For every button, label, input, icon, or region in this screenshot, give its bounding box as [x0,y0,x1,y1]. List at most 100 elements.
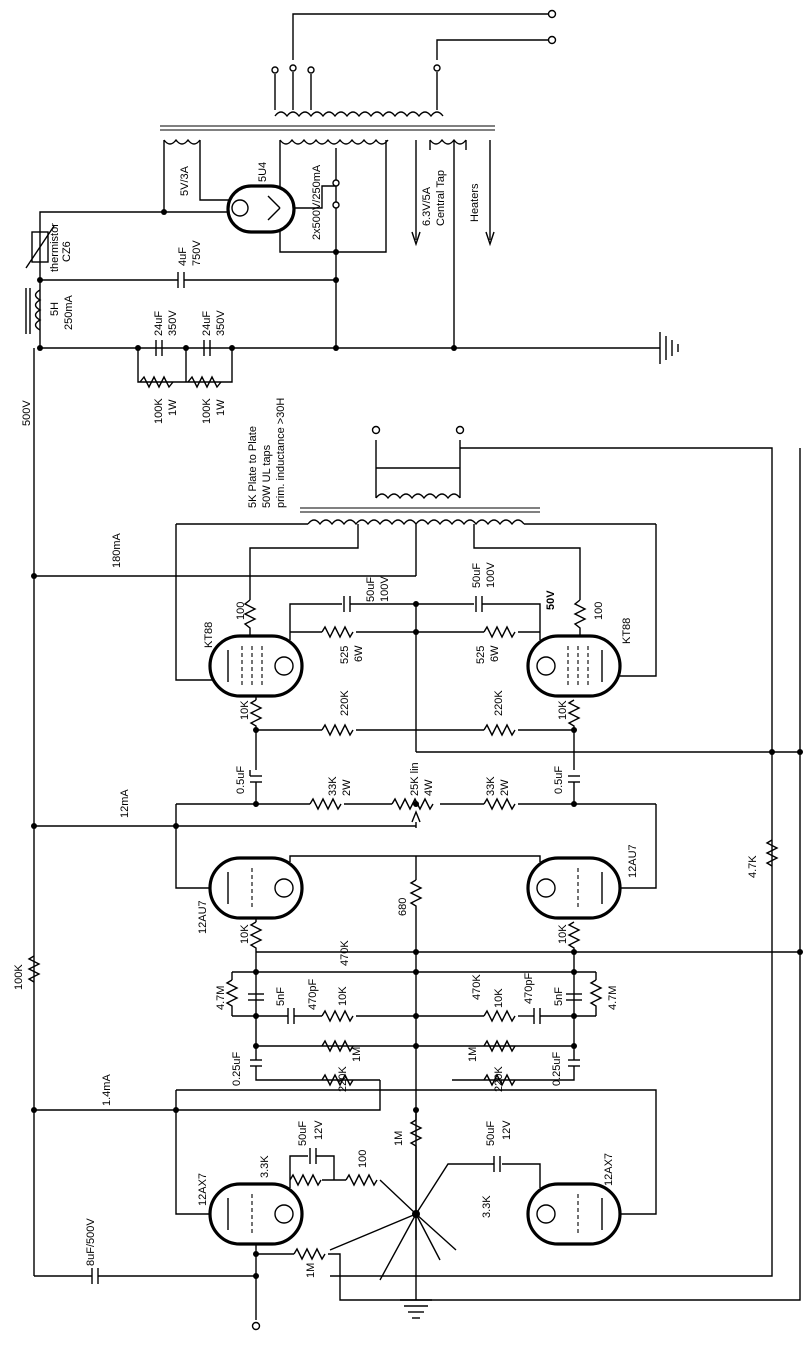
load-resistor-left [309,797,342,811]
bias-resistor-left [321,723,354,737]
label-ot-line2: 50W UL taps [261,444,273,508]
heater-winding [429,138,467,145]
label-10k-drv-right: 10K [557,924,569,944]
label-470pf-left: 470pF [307,979,319,1010]
label-50uf-right: 50uF [485,1121,497,1146]
bleeder-resistor-1 [139,375,174,389]
label-bleed2-w: 1W [215,399,227,416]
label-0.25uf-right: 0.25uF [551,1051,563,1086]
mains-tap-1 [271,66,279,74]
label-220k-ps-right: 220K [493,1066,505,1092]
resistor-1m-right [483,1039,516,1053]
label-cap-left-c: 50uF [365,577,377,602]
tube-kt88-right [526,634,622,698]
bleeder-resistor-2 [187,375,222,389]
label-ot-line3: prim. inductance >30H [275,398,287,508]
label-10k-ps-right: 10K [493,988,505,1008]
high-voltage-winding [279,138,389,145]
power-supply [25,9,679,389]
label-4.7m-right: 4.7M [607,986,619,1010]
input-stage [34,1089,801,1331]
label-5nf-right: 5nF [553,987,565,1006]
label-0.5uf-left: 0.5uF [235,766,247,794]
label-thermistor: thermistor [49,223,61,272]
label-bias-v: 50V [545,590,557,610]
label-central-tap: Central Tap [435,170,447,226]
label-12v-right: 12V [501,1120,513,1140]
resistor-1m-left [321,1039,354,1053]
ot-primary [307,519,525,526]
label-cap2-c: 24uF [201,311,213,336]
label-1m-ps-left: 1M [351,1047,363,1062]
tail-resistor-1m [409,1119,423,1150]
feedback-resistor-4k7 [765,839,779,867]
label-2w-right: 2W [499,779,511,796]
grid-resistor-right [567,921,581,952]
label-470pf-right: 470pF [523,973,535,1004]
tube-12au7-right [526,856,622,920]
cathode-resistor-3k3-left [289,1173,322,1187]
label-3.3k-left: 3.3K [259,1155,271,1178]
label-cap1-v: 350V [167,310,179,336]
mains-terminal-2 [547,35,557,45]
label-1m-input: 1M [305,1263,317,1278]
label-heaters: Heaters [469,183,481,222]
label-0.25uf-left: 0.25uF [231,1051,243,1086]
label-500v: 500V [21,400,33,426]
driver-stage [34,749,803,955]
label-100-fb: 100 [357,1150,369,1168]
feedback-resistor-100 [345,1173,378,1187]
power-transformer-primary [274,111,444,118]
label-5h: 5H [49,302,61,316]
label-cz6: CZ6 [61,241,73,262]
grid-leak-right [567,699,581,730]
label-33k-left: 33K [327,776,339,796]
label-5v3a: 5V/3A [179,165,191,196]
resistor-10k-right [483,1009,516,1023]
speaker-terminal-2 [455,425,465,435]
label-250ma: 250mA [63,294,75,330]
label-10k-drv-left: 10K [239,924,251,944]
label-12v-left: 12V [313,1120,325,1140]
label-12ma: 12mA [119,789,131,818]
input-terminal [251,1321,261,1331]
tube-12ax7-left [208,1182,304,1246]
ot-secondary [375,493,461,500]
resistor-220k-right [483,1073,516,1087]
label-100k-dropper: 100K [13,964,25,990]
labels: 5V/3A 5U4 2x500V/250mA 6.3V/5A Central T… [13,162,759,1278]
label-cap-right-v: 100V [485,562,497,588]
resistor-220k-left [321,1073,354,1087]
load-resistor-right [483,797,516,811]
label-12ax7-left: 12AX7 [197,1173,209,1206]
cathode-resistor-left [321,625,354,639]
label-10k-ps-left: 10K [337,986,349,1006]
label-750v: 750V [191,240,203,266]
label-6w-right: 6W [489,645,501,662]
resistor-4m7-right [589,979,603,1016]
label-cap1-c: 24uF [153,311,165,336]
label-kt88-left: KT88 [203,622,215,648]
mains-tap-4 [433,64,441,72]
label-5u4: 5U4 [257,162,269,182]
label-470k-right: 470K [471,974,483,1000]
label-1m-tail: 1M [393,1131,405,1146]
label-4.7k: 4.7K [747,855,759,878]
dropper-resistor-100k [27,955,41,983]
grid-stopper-right [573,599,587,636]
mains-terminal-1 [547,9,557,19]
grid-resistor-left [249,921,263,952]
label-bleed1-r: 100K [153,398,165,424]
label-cap-right-c: 50uF [471,563,483,588]
label-1m-ps-right: 1M [467,1047,479,1062]
label-bleed1-w: 1W [167,399,179,416]
tube-12au7-left [208,856,304,920]
label-525-left: 525 [339,646,351,664]
label-33k-right: 33K [485,776,497,796]
input-resistor-1m [293,1247,326,1261]
label-1.4ma: 1.4mA [101,1074,113,1106]
label-2w-left: 2W [341,779,353,796]
tail-resistor-680 [409,879,423,920]
grid-leak-left [249,699,263,730]
grid-stopper-left [243,599,257,636]
